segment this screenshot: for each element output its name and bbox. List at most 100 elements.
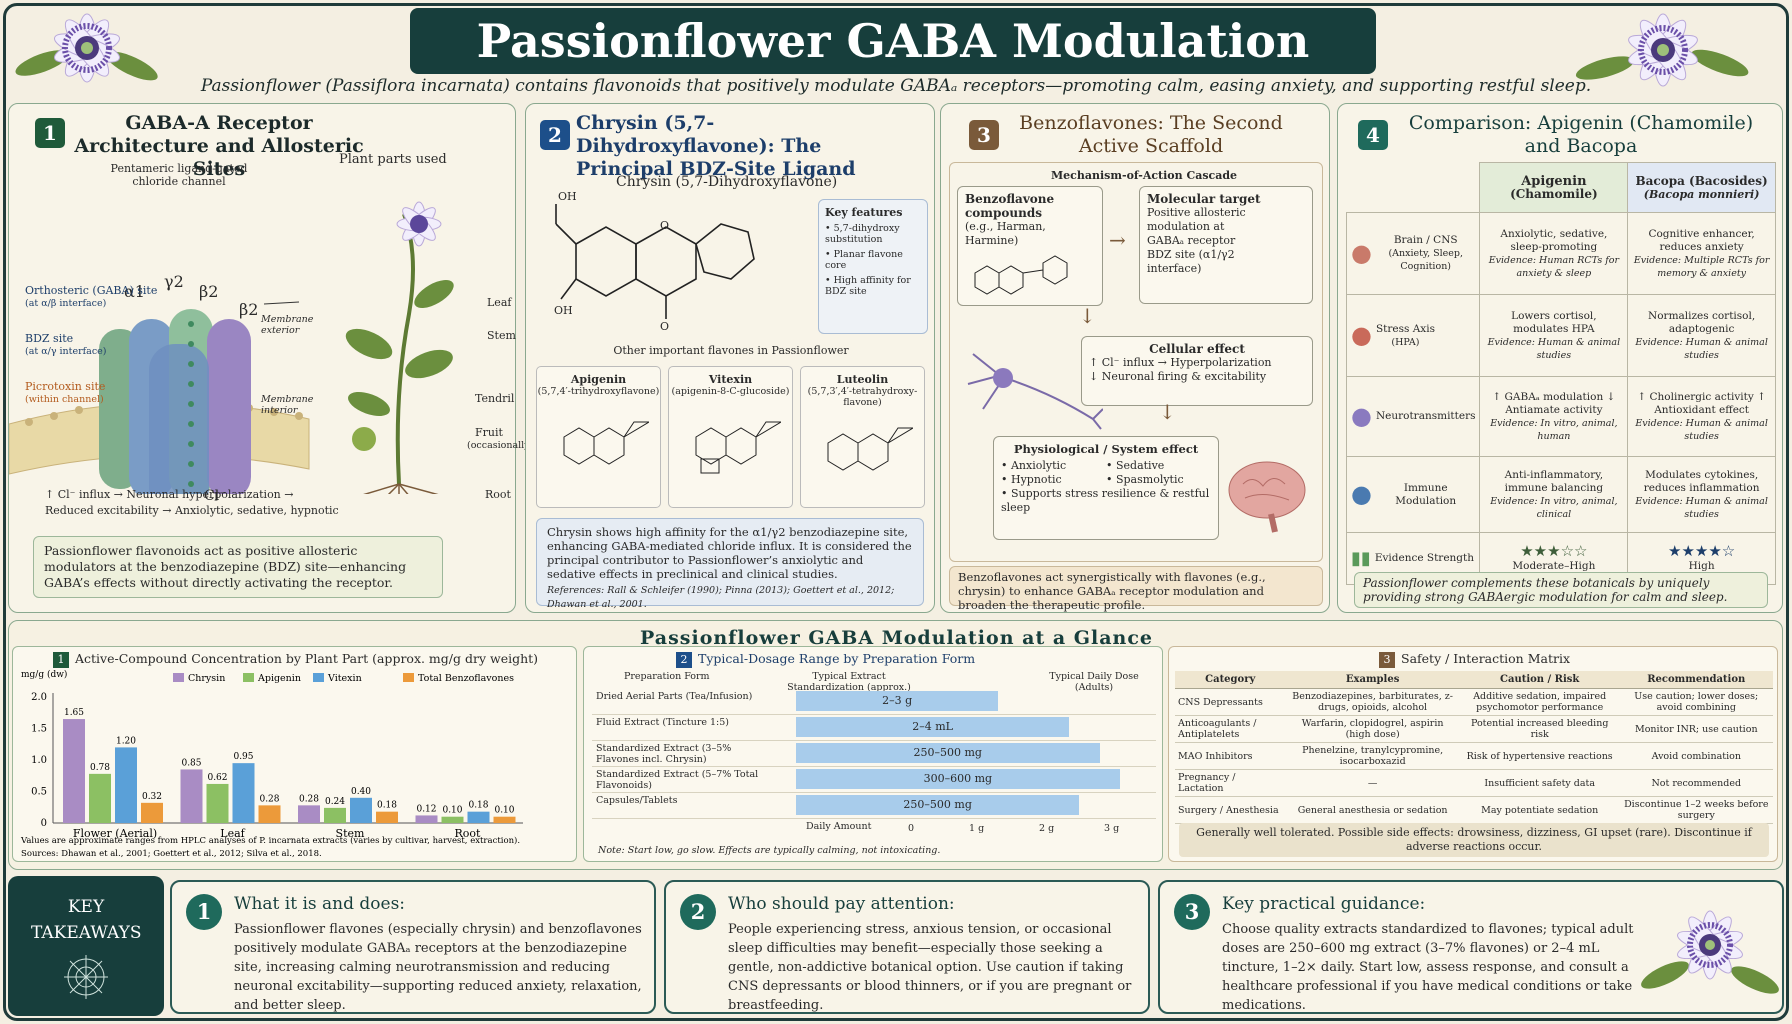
divider	[592, 766, 1156, 767]
panel-number: 1	[35, 118, 65, 148]
cell-evidence: Evidence: In vitro, animal, human	[1490, 417, 1618, 442]
x-tick-label: Flower (Aerial)	[73, 827, 157, 840]
safety-cell: Pregnancy / Lactation	[1175, 769, 1286, 797]
chloride-label: Cl⁻	[204, 488, 227, 504]
row-label: Brain / CNS	[1393, 234, 1458, 246]
effect-item: • Supports stress resilience & restful s…	[1001, 487, 1210, 514]
takeaway-body: Passionflower flavones (especially chrys…	[234, 922, 642, 1013]
safety-cell: Anticoagulants / Antiplatelets	[1175, 715, 1286, 743]
safety-cell: Risk of hypertensive reactions	[1459, 742, 1620, 770]
key-takeaways-label: KEY TAKEAWAYS	[8, 876, 164, 1016]
bar	[115, 747, 137, 823]
panel-note: Passionflower complements these botanica…	[1354, 572, 1768, 608]
flavone-card-luteolin: Luteolin (5,7,3′,4′-tetrahydroxy-flavone…	[800, 366, 925, 508]
bar	[206, 783, 229, 823]
safety-table: Category Examples Caution / Risk Recomme…	[1175, 671, 1773, 824]
flow-line-2: Reduced excitability → Anxiolytic, sedat…	[45, 504, 339, 517]
bar	[258, 805, 281, 823]
arrow-down-icon: ↓	[1079, 304, 1096, 328]
note-text: Chrysin shows high affinity for the α1/γ…	[547, 525, 912, 581]
effect-item: • Anxiolytic	[1001, 459, 1067, 472]
legend-swatch	[173, 673, 184, 682]
panel-title: Comparison: Apigenin (Chamomile) and Bac…	[1408, 112, 1754, 157]
table-row: ●Immune Modulation Anti-inflammatory, im…	[1345, 456, 1776, 533]
x-tick-label: Leaf	[220, 827, 245, 840]
safety-row: Pregnancy / Lactation—Insufficient safet…	[1175, 769, 1773, 797]
arrow-right-icon: →	[1109, 228, 1126, 252]
cell-evidence: Evidence: Human & animal studies	[1635, 336, 1768, 361]
synapse-icon: ●	[1351, 402, 1372, 430]
dosage-tick: 2 g	[1039, 823, 1055, 834]
key-feature-3: • High affinity for BDZ site	[825, 275, 911, 297]
bar	[232, 763, 255, 823]
bdz-site-sub: (at α/γ interface)	[25, 346, 107, 357]
neuron-illustration	[967, 353, 1103, 430]
plant-part-stem: Stem	[487, 329, 516, 342]
legend-swatch	[403, 673, 414, 682]
dosage-form: Standardized Extract (3–5% Flavones incl…	[596, 743, 732, 765]
data-label: 0.28	[299, 794, 319, 804]
bar	[89, 773, 111, 823]
dosage-col-header: Preparation Form	[624, 671, 710, 682]
panel-number: 4	[1358, 120, 1388, 150]
table-row: ●Brain / CNS(Anxiety, Sleep, Cognition) …	[1345, 212, 1776, 295]
cell-text: ↑ GABAₐ modulation ↓ Antiamate activity	[1492, 390, 1616, 416]
legend-swatch	[243, 673, 254, 682]
bar	[324, 807, 346, 823]
bdz-site-label: BDZ site	[25, 332, 74, 345]
dosage-form: Fluid Extract (Tincture 1:5)	[596, 717, 729, 728]
flavone-name: Luteolin	[836, 373, 889, 386]
cell-evidence: Evidence: Human & animal studies	[1635, 417, 1768, 442]
chart-number: 1	[53, 652, 69, 668]
cascade-step-cellular: Cellular effect ↑ Cl⁻ influx → Hyperpola…	[1081, 336, 1313, 406]
dosage-bar: 300–600 mg	[796, 769, 1120, 789]
row-label: Evidence Strength	[1374, 552, 1475, 564]
safety-cell: CNS Depressants	[1175, 688, 1286, 716]
data-label: 0.18	[377, 801, 397, 811]
panel-title: GABA-A Receptor Architecture and Alloste…	[74, 112, 364, 180]
apigenin-structure	[563, 421, 651, 465]
orthosteric-label: Orthosteric (GABA) site	[25, 284, 158, 297]
col-sub: (Chamomile)	[1510, 186, 1598, 201]
page-frame	[3, 3, 1789, 1021]
takeaway-card-2: 2 Who should pay attention: People exper…	[664, 880, 1150, 1014]
safety-cell: General anesthesia or sedation	[1285, 796, 1460, 824]
takeaway-title: Key practical guidance:	[1222, 894, 1426, 914]
cell-text: Cognitive enhancer, reduces anxiety	[1648, 227, 1755, 253]
cell-evidence: Evidence: Human RCTs for anxiety & sleep	[1488, 254, 1619, 279]
chart-note: Values are approximate ranges from HPLC …	[20, 835, 520, 846]
panel-receptor-architecture: 1 GABA-A Receptor Architecture and Allos…	[8, 103, 533, 613]
evidence-level: Moderate–High	[1512, 559, 1596, 572]
subunit-label-gamma2: γ2	[164, 272, 184, 291]
dosage-axis-label: Daily Amount	[806, 821, 872, 832]
flavone-sub: (apigenin-8-C-glucoside)	[671, 386, 790, 397]
panel-number: 2	[540, 120, 570, 150]
takeaway-number: 1	[186, 894, 222, 930]
evidence-stars: ★★★☆☆	[1520, 541, 1588, 560]
brain-icon	[1228, 461, 1306, 533]
takeaway-number: 3	[1174, 894, 1210, 930]
bar	[141, 802, 163, 823]
step-title: Cellular effect	[1149, 342, 1245, 356]
dosage-title: Typical-Dosage Range by Preparation Form	[698, 651, 976, 666]
step-line-1: ↑ Cl⁻ influx → Hyperpolarization	[1089, 356, 1272, 369]
takeaway-title: Who should pay attention:	[728, 894, 955, 914]
safety-cell: Avoid combination	[1619, 742, 1773, 770]
cell-text: ↑ Cholinergic activity ↑ Antioxidant eff…	[1637, 390, 1766, 416]
panel-note: Chrysin shows high affinity for the α1/γ…	[536, 518, 924, 610]
page-title: Passionflower GABA Modulation	[410, 8, 1376, 74]
y-tick-label: 0.5	[31, 787, 47, 798]
x-tick-label: Stem	[336, 827, 365, 840]
takeaway-card-3: 3 Key practical guidance: Choose quality…	[1158, 880, 1784, 1014]
safety-cell: Potential increased bleeding risk	[1459, 715, 1620, 743]
bar	[493, 816, 516, 823]
flow-line-1: ↑ Cl⁻ influx → Neuronal hyperpolarizatio…	[45, 488, 294, 501]
step-text: (e.g., Harman, Harmine)	[965, 220, 1046, 247]
panel-title: Chrysin (5,7-Dihydroxyflavone): The Prin…	[576, 112, 856, 180]
cascade-step-physiological: Physiological / System effect • Anxiolyt…	[993, 436, 1219, 540]
flavone-card-apigenin: Apigenin (5,7,4′-trihydroxyflavone)	[536, 366, 661, 508]
safety-cell: Additive sedation, impaired psychomotor …	[1459, 688, 1620, 716]
flavone-card-vitexin: Vitexin (apigenin-8-C-glucoside)	[668, 366, 793, 508]
